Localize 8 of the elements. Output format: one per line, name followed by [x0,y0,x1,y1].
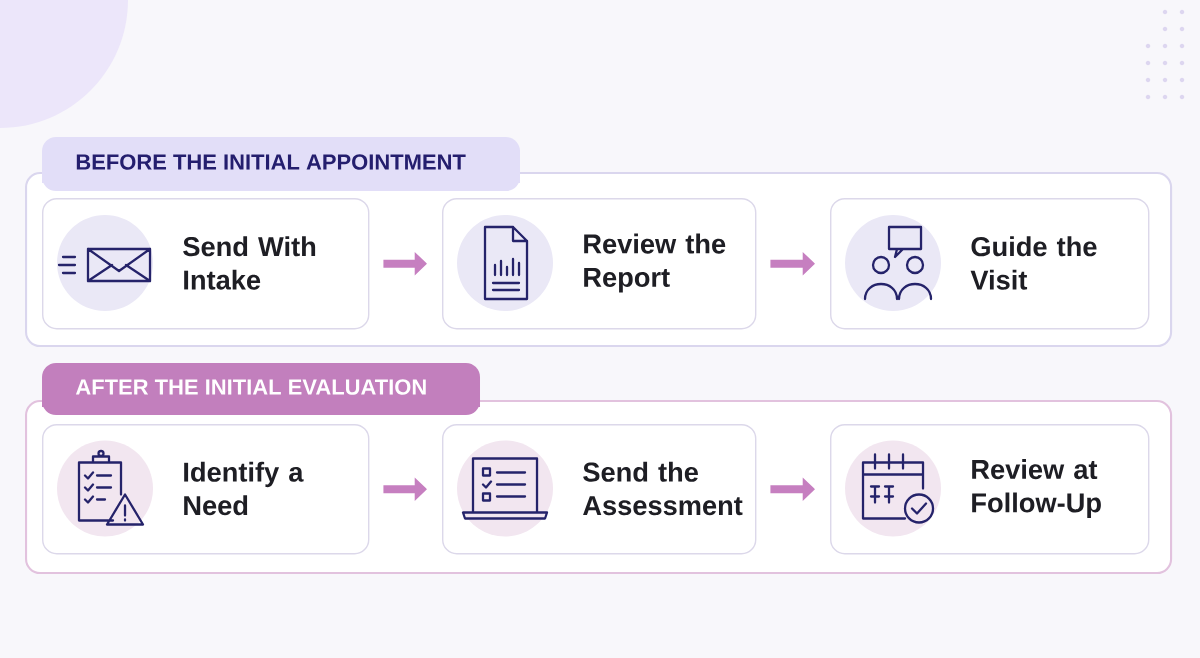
step-title: Identify a Need [184,461,304,516]
node-label: BEFORE THE INITIAL APPOINTMENT [76,154,466,170]
node-label: AFTER THE INITIAL EVALUATION [75,379,426,395]
step-title: Send the Assessment [583,461,743,516]
step-title: Review at Follow-Up [972,459,1101,518]
step-title: Review the Report [584,233,726,293]
step-title: Send With Intake [183,236,316,290]
step-title: Guide the Visit [970,236,1097,290]
